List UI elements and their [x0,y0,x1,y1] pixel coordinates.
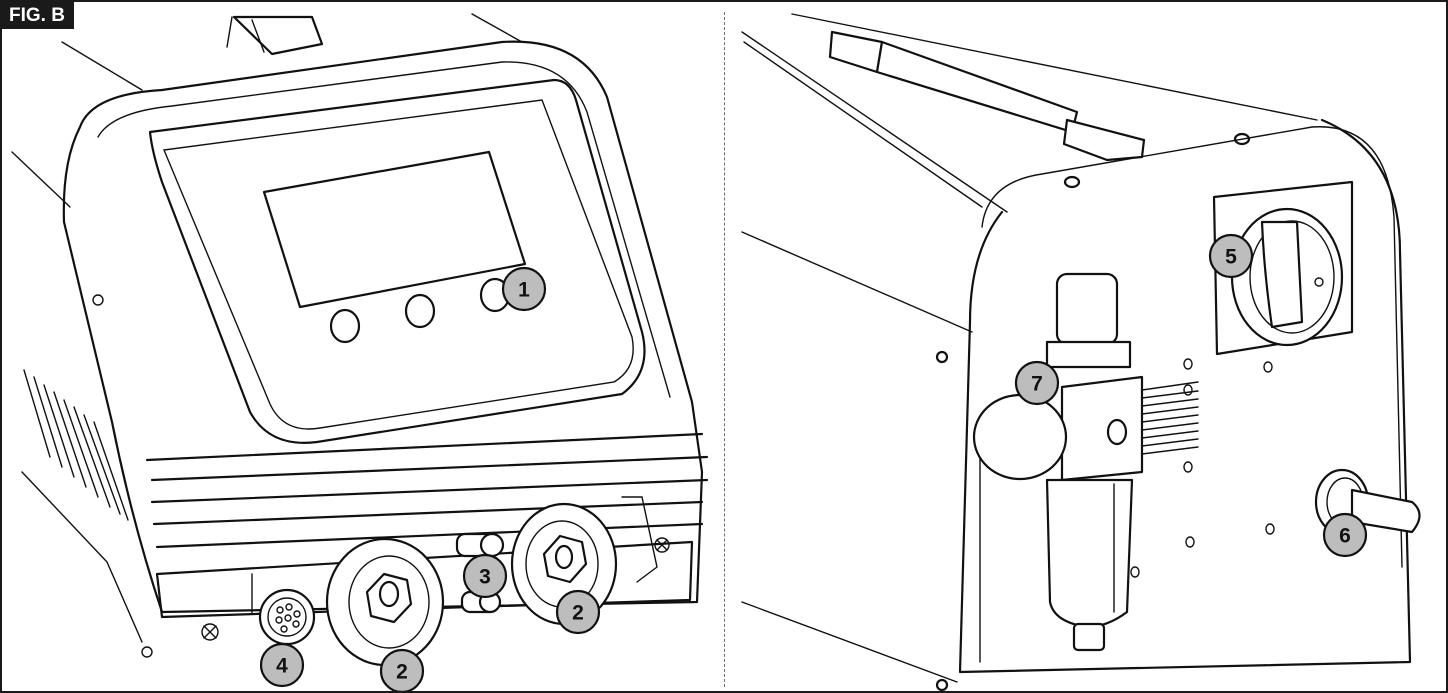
top-handle [232,15,324,56]
svg-text:2: 2 [572,602,584,625]
svg-text:5: 5 [1225,246,1237,269]
multipin-connector [258,588,316,646]
callout-6: 6 [1322,512,1368,558]
view-divider [724,12,725,687]
welding-socket-left [325,537,445,667]
rear-panel [958,118,1412,674]
callout-3: 3 [462,553,508,599]
side-vents [23,369,129,521]
svg-text:7: 7 [1031,373,1043,396]
callout-2-right: 2 [555,589,601,635]
figure-label: FIG. B [2,2,74,29]
svg-text:4: 4 [276,655,288,678]
menu-button-middle [404,293,436,329]
air-filter-regulator [972,272,1199,652]
menu-button-left [329,308,361,344]
svg-text:1: 1 [518,279,530,302]
svg-text:3: 3 [479,566,491,589]
housing-shell [62,40,704,614]
rear-view [741,13,1421,691]
front-ribs [145,432,709,549]
main-switch [1212,180,1354,356]
callout-1: 1 [501,266,547,312]
rear-handle [828,30,1146,162]
callout-7: 7 [1014,360,1060,406]
front-view [11,13,709,667]
callout-5: 5 [1208,233,1254,279]
callout-4: 4 [259,642,305,688]
display-screen [262,150,527,309]
svg-text:6: 6 [1339,525,1351,548]
callout-2-left: 2 [379,648,425,691]
front-bezel [148,78,646,444]
svg-text:2: 2 [396,661,408,684]
